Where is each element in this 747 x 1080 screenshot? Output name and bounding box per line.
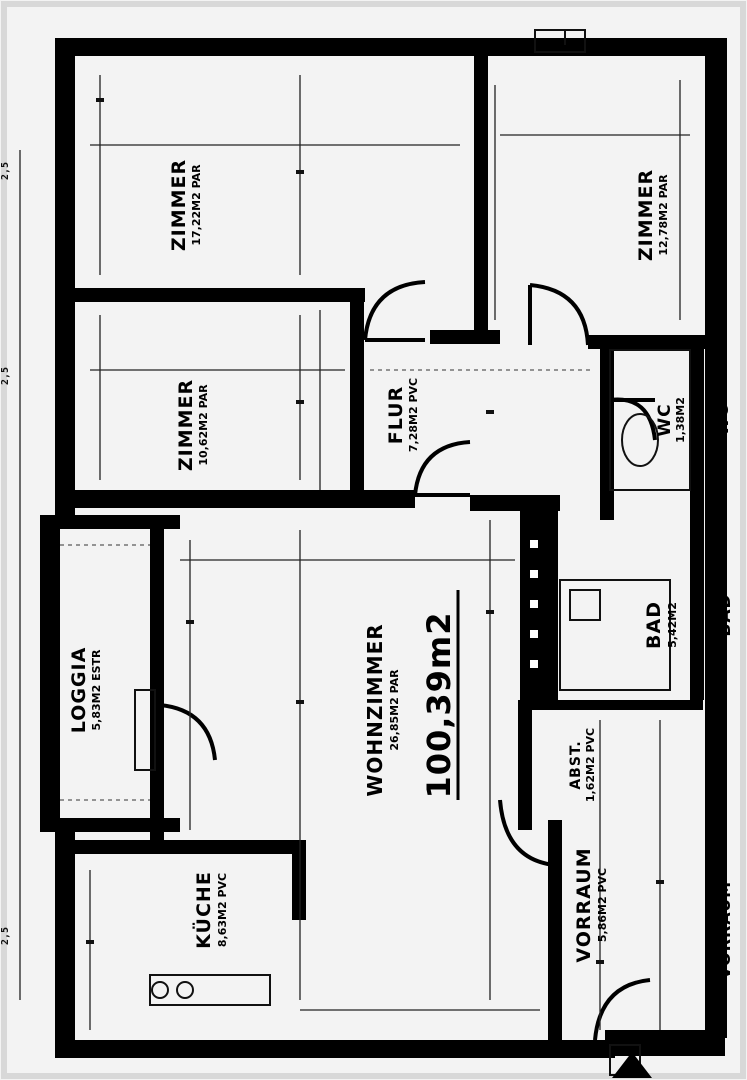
total-area-label: 100,39m2: [420, 590, 460, 800]
room-name: WOHNZIMMER: [363, 623, 387, 796]
svg-text:2,5: 2,5: [0, 367, 11, 385]
room-label-wc: WC 1,38M2: [655, 397, 687, 443]
room-name: FLUR: [385, 386, 407, 444]
room-area: 12,78M2 PAR: [657, 174, 670, 256]
room-area: 8,63M2 PVC: [216, 873, 229, 947]
room-label-zimmer-1: ZIMMER 17,22M2 PAR: [168, 159, 203, 251]
room-area: 5,86M2 PVC: [596, 868, 609, 942]
room-area: 10,62M2 PAR: [197, 384, 210, 466]
room-area: 26,85M2 PAR: [388, 669, 401, 751]
room-area: 1,62M2 PVC: [584, 728, 597, 802]
room-name: LOGGIA: [68, 647, 90, 734]
svg-text:2,5: 2,5: [0, 927, 11, 945]
doors: [158, 280, 657, 1041]
room-name: KÜCHE: [191, 871, 215, 949]
room-area: 5,83M2 ESTR: [90, 649, 103, 731]
room-label-flur: FLUR 7,28M2 PVC: [385, 378, 420, 452]
room-name: VORRAUM: [715, 881, 734, 979]
room-name: ZIMMER: [168, 159, 190, 251]
room-name: ZIMMER: [635, 169, 657, 261]
total-area: 100,39m2: [420, 611, 458, 798]
room-label-zimmer-3: ZIMMER 10,62M2 PAR: [175, 379, 210, 471]
room-label-bad: BAD 5,42M2: [643, 601, 679, 649]
room-area: 5,42M2: [666, 602, 679, 648]
room-label-wc-neighbour: WC: [713, 404, 732, 435]
entrance-arrow-icon: [612, 1052, 652, 1078]
room-name: WC: [713, 404, 732, 435]
fixtures: [134, 29, 691, 1076]
room-label-zimmer-2: ZIMMER 12,78M2 PAR: [635, 169, 670, 261]
room-label-loggia: LOGGIA 5,83M2 ESTR: [68, 647, 103, 734]
room-area: 17,22M2 PAR: [190, 164, 203, 246]
room-label-bad-neighbour: BAD: [715, 593, 735, 636]
room-name: ABST.: [568, 740, 584, 789]
room-label-vorraum-neighbour: VORRAUM: [715, 881, 734, 979]
svg-text:2,5: 2,5: [0, 162, 11, 180]
room-label-vorraum: VORRAUM 5,86M2 PVC: [573, 847, 609, 962]
room-area: 7,28M2 PVC: [407, 378, 420, 452]
dimension-marks: 2,5 2,5 2,5: [0, 98, 664, 964]
room-label-abstellraum: ABST. 1,62M2 PVC: [568, 728, 597, 802]
room-area: 1,38M2: [674, 397, 687, 443]
interior-walls: [55, 56, 718, 1040]
dimension-lines: [19, 75, 690, 1030]
room-name: VORRAUM: [573, 847, 595, 962]
exterior-walls: [40, 38, 727, 1058]
room-name: BAD: [643, 601, 665, 649]
room-name: BAD: [715, 593, 735, 636]
room-name: ZIMMER: [175, 379, 197, 471]
room-label-kueche: KÜCHE 8,63M2 PVC: [191, 871, 229, 949]
wall-openings: [530, 540, 538, 668]
room-name: WC: [655, 403, 675, 436]
room-label-wohnzimmer: WOHNZIMMER 26,85M2 PAR: [363, 623, 401, 796]
